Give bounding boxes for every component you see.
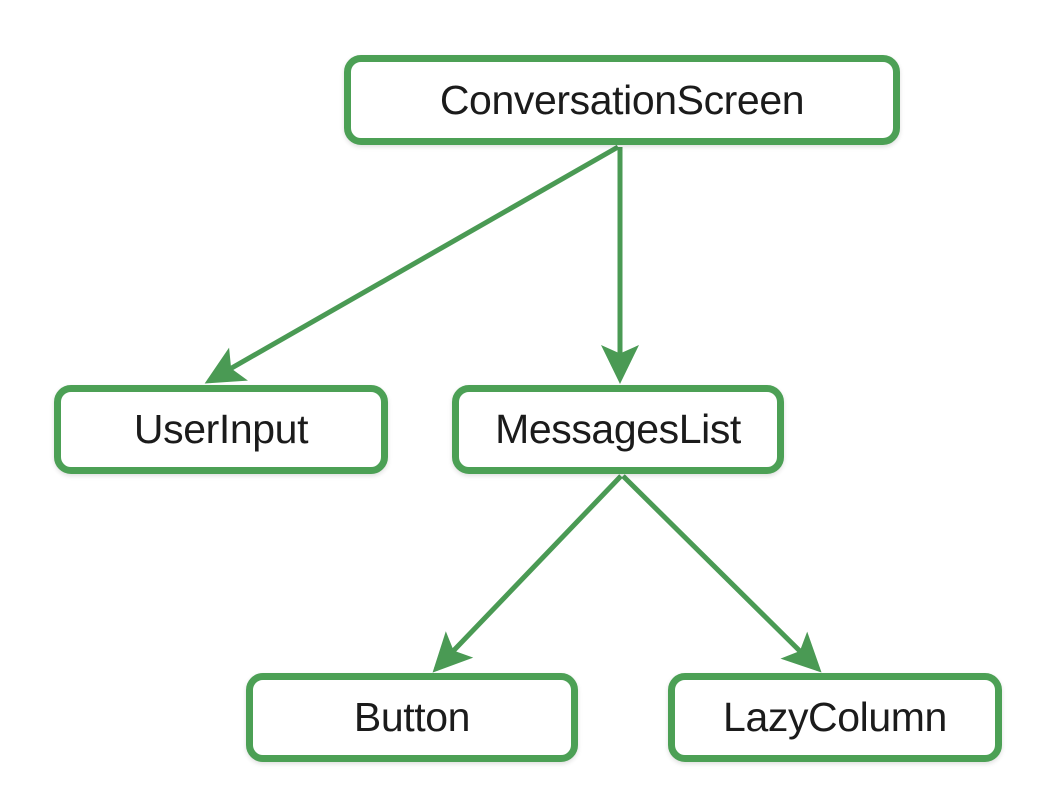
node-label: Button — [353, 694, 471, 740]
node-label: MessagesList — [495, 406, 741, 452]
edge-messageslist-button — [432, 474, 623, 673]
node-lazycolumn[interactable]: LazyColumn — [668, 673, 1002, 762]
node-label: ConversationScreen — [439, 76, 805, 123]
node-label: LazyColumn — [723, 694, 947, 740]
node-button[interactable]: Button — [246, 673, 578, 762]
node-label: UserInput — [133, 406, 309, 452]
edge-messageslist-lazycolumn — [621, 474, 822, 673]
node-conversationscreen[interactable]: ConversationScreen — [344, 55, 900, 145]
node-messageslist[interactable]: MessagesList — [452, 385, 784, 474]
node-userinput[interactable]: UserInput — [54, 385, 388, 474]
edge-conversationscreen-userinput — [204, 144, 620, 384]
